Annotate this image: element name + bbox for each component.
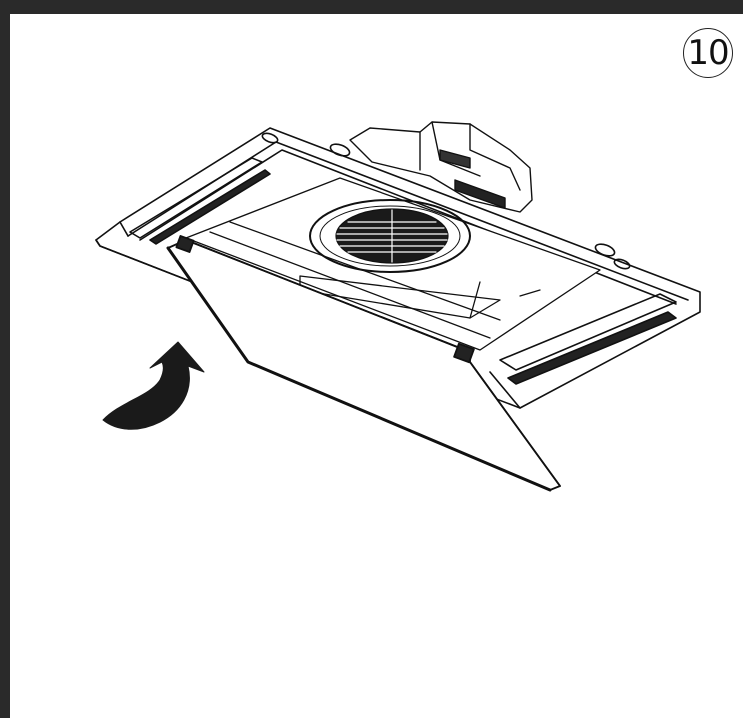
top-border [0,0,743,14]
step-number: 10 [687,33,729,73]
curved-arrow-clockwise-icon [102,341,205,430]
hinged-panel [166,235,561,492]
motor-housing [349,121,533,213]
step-number-badge: 10 [683,28,733,78]
left-border [0,0,10,718]
fan-grille [309,199,471,273]
underside-plate [185,177,601,351]
